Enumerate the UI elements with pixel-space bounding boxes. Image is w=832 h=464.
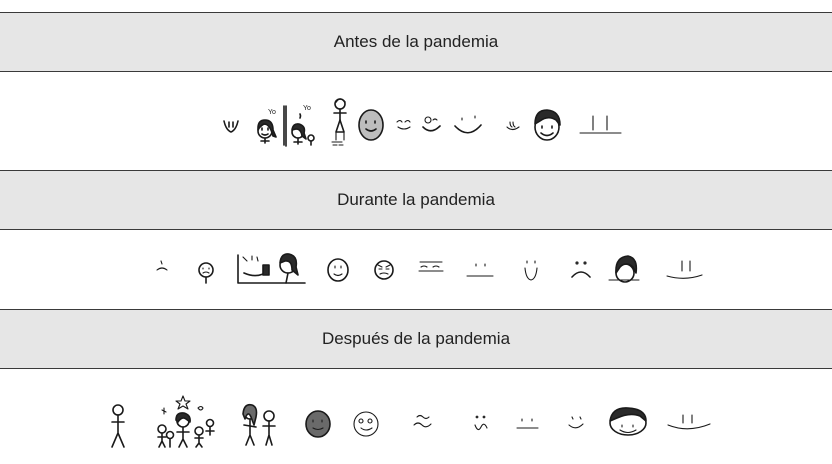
sad-mouth-drawing xyxy=(156,260,168,271)
two-people-drawing xyxy=(242,403,276,446)
grey-face-drawing xyxy=(358,109,384,141)
dark-face-drawing xyxy=(305,410,331,438)
drawings-row-despues xyxy=(0,377,832,464)
hair-face-drawing xyxy=(608,255,640,283)
yo-label: Yo xyxy=(303,105,311,112)
wink-smile-drawing xyxy=(422,116,441,132)
drawings-strip xyxy=(156,253,703,284)
two-figures-yo-drawing: Yo xyxy=(291,105,315,146)
line-smile-drawing xyxy=(666,260,703,279)
sad-face-stick-drawing xyxy=(198,262,214,284)
section-title: Después de la pandemia xyxy=(321,329,511,348)
family-stars-drawing xyxy=(157,395,215,448)
yo-label: Yo xyxy=(268,109,276,116)
big-smile-drawing xyxy=(454,115,482,134)
frown-drawing xyxy=(571,261,591,278)
section-title: Durante la pandemia xyxy=(337,190,495,209)
section-header-despues: Después de la pandemia xyxy=(0,309,832,369)
dash-smile-drawing xyxy=(516,418,539,429)
dark-hair-face-drawing xyxy=(534,109,561,141)
stick-girl-drawing xyxy=(331,98,347,146)
tiny-smile-drawing xyxy=(506,121,520,131)
drawings-row-antes: Yo Yo xyxy=(0,80,832,164)
section-title: Antes de la pandemia xyxy=(333,32,499,51)
stick-figure-drawing xyxy=(111,404,125,448)
drawings-row-durante xyxy=(0,237,832,303)
section-header-durante: Durante la pandemia xyxy=(0,170,832,230)
small-smile-drawing xyxy=(568,416,584,429)
smile-drawing xyxy=(223,120,239,133)
phone-scene-drawing xyxy=(237,253,306,284)
tired-eyes-drawing xyxy=(418,261,444,272)
neutral-face-drawing xyxy=(327,258,349,282)
open-mouth-drawing xyxy=(524,260,538,281)
divider-mark xyxy=(283,105,287,147)
squiggle-face-drawing xyxy=(413,414,432,428)
dark-hair-smile-drawing xyxy=(609,407,647,436)
section-header-antes: Antes de la pandemia xyxy=(0,12,832,72)
angry-face-drawing xyxy=(374,260,394,280)
small-smile-drawing xyxy=(396,119,411,130)
open-mouth-drawing xyxy=(474,415,488,431)
line-smile-drawing xyxy=(579,115,622,134)
drawings-strip: Yo Yo xyxy=(223,98,622,147)
girl-yo-drawing: Yo xyxy=(257,109,277,144)
round-face-drawing xyxy=(353,411,379,437)
flat-mouth-drawing xyxy=(466,263,494,277)
line-smile-drawing xyxy=(667,414,711,430)
drawings-strip xyxy=(111,395,711,448)
